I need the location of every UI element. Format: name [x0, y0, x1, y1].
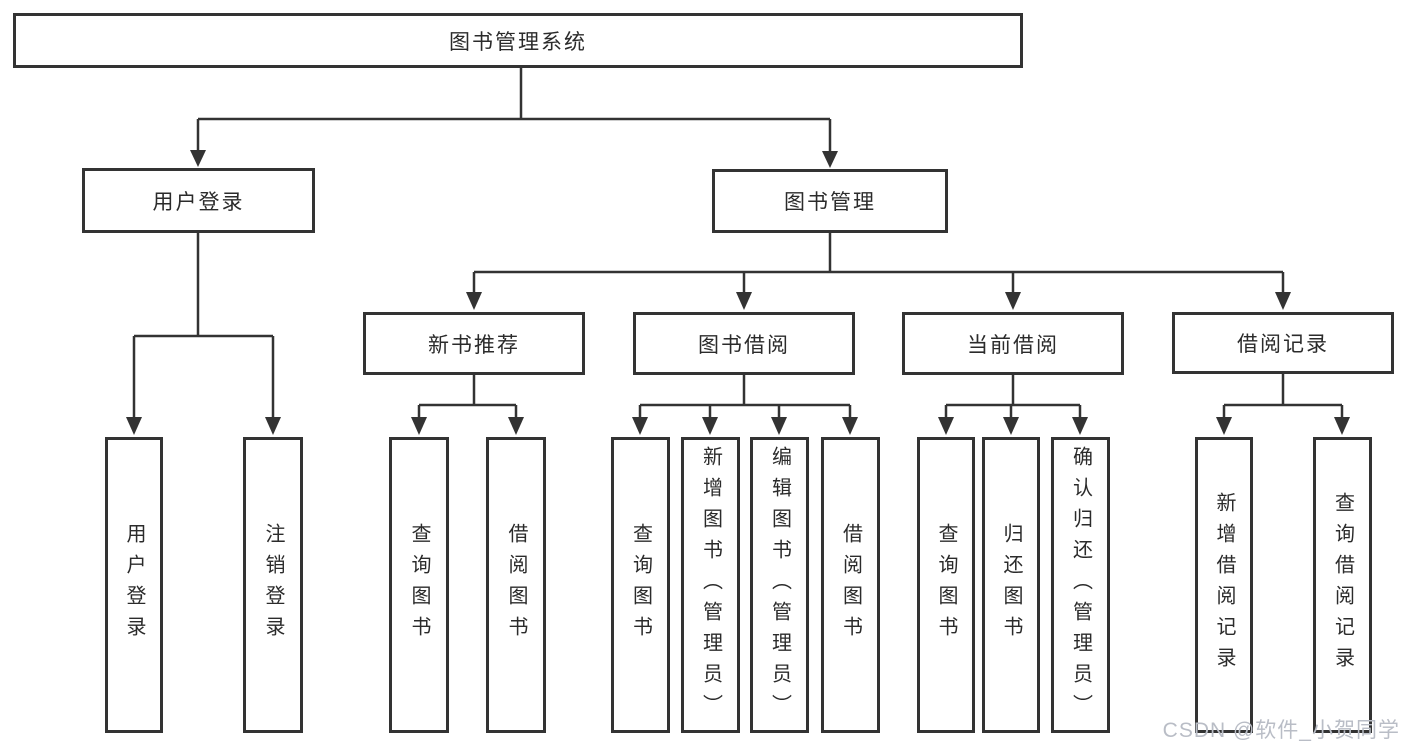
connector-current-borrow-branch: [944, 375, 1082, 418]
node-edit-book-admin: 编辑图书（管理员）: [750, 437, 809, 733]
node-borrow-records-label: 借阅记录: [1237, 333, 1329, 356]
node-edit-book-admin-label: 编辑图书（管理员）: [768, 445, 791, 725]
arrowhead: [265, 417, 281, 435]
node-query-borrow-record-label: 查询借阅记录: [1331, 492, 1354, 678]
connector-root-to-level2: [196, 68, 832, 152]
node-root-label: 图书管理系统: [449, 30, 587, 54]
node-add-borrow-record: 新增借阅记录: [1195, 437, 1253, 733]
connector-book-management-branch: [472, 233, 1285, 293]
connector-borrow-records-branch: [1222, 374, 1344, 418]
node-return-books: 归还图书: [982, 437, 1040, 733]
node-query-books-current-label: 查询图书: [935, 523, 957, 647]
arrowhead: [190, 150, 206, 167]
arrowhead: [822, 151, 838, 168]
node-add-book-admin-label: 新增图书（管理员）: [699, 445, 722, 725]
node-book-borrow-label: 图书借阅: [698, 333, 790, 357]
node-login-label: 用户登录: [123, 523, 145, 647]
arrowhead: [938, 417, 954, 435]
node-query-books-borrow: 查询图书: [611, 437, 670, 733]
arrowhead: [1072, 417, 1088, 435]
arrowhead: [1334, 417, 1350, 435]
arrowhead: [508, 417, 524, 435]
watermark: CSDN @软件_小贺同学: [1162, 719, 1400, 742]
arrowhead: [1216, 417, 1232, 435]
node-root: 图书管理系统: [13, 13, 1023, 68]
node-logout-label: 注销登录: [262, 523, 284, 647]
node-add-borrow-record-label: 新增借阅记录: [1213, 492, 1235, 678]
node-borrow-books: 借阅图书: [821, 437, 880, 733]
node-return-books-label: 归还图书: [1000, 523, 1022, 647]
node-borrow-records: 借阅记录: [1172, 312, 1394, 374]
node-query-books-recommend: 查询图书: [389, 437, 449, 733]
node-add-book-admin: 新增图书（管理员）: [681, 437, 740, 733]
node-new-book-recommend: 新书推荐: [363, 312, 585, 375]
node-user-login-label: 用户登录: [152, 190, 245, 214]
node-confirm-return-admin: 确认归还（管理员）: [1051, 437, 1110, 733]
node-new-book-recommend-label: 新书推荐: [428, 333, 520, 357]
node-book-management: 图书管理: [712, 169, 948, 233]
node-query-books-recommend-label: 查询图书: [408, 523, 430, 647]
node-current-borrow-label: 当前借阅: [967, 333, 1059, 357]
node-borrow-books-label: 借阅图书: [839, 523, 862, 647]
node-query-borrow-record: 查询借阅记录: [1313, 437, 1372, 733]
node-login: 用户登录: [105, 437, 163, 733]
arrowhead: [466, 292, 482, 310]
arrowhead: [842, 417, 858, 435]
arrowhead: [702, 417, 718, 435]
arrowhead: [736, 292, 752, 310]
node-book-borrow: 图书借阅: [633, 312, 855, 375]
connector-user-login-branch: [132, 233, 275, 418]
arrowhead: [632, 417, 648, 435]
node-book-management-label: 图书管理: [784, 191, 876, 214]
arrowhead: [126, 417, 142, 435]
node-borrow-books-recommend: 借阅图书: [486, 437, 546, 733]
node-borrow-books-recommend-label: 借阅图书: [505, 523, 527, 647]
arrowhead: [1275, 292, 1291, 310]
arrowhead: [771, 417, 787, 435]
arrowhead: [1005, 292, 1021, 310]
arrowhead: [1003, 417, 1019, 435]
node-current-borrow: 当前借阅: [902, 312, 1124, 375]
node-user-login: 用户登录: [82, 168, 315, 233]
node-query-books-borrow-label: 查询图书: [629, 523, 652, 647]
connector-book-borrow-branch: [638, 375, 852, 418]
node-confirm-return-admin-label: 确认归还（管理员）: [1069, 445, 1092, 725]
node-query-books-current: 查询图书: [917, 437, 975, 733]
connector-new-book-branch: [417, 375, 518, 418]
arrowhead: [411, 417, 427, 435]
node-logout: 注销登录: [243, 437, 303, 733]
